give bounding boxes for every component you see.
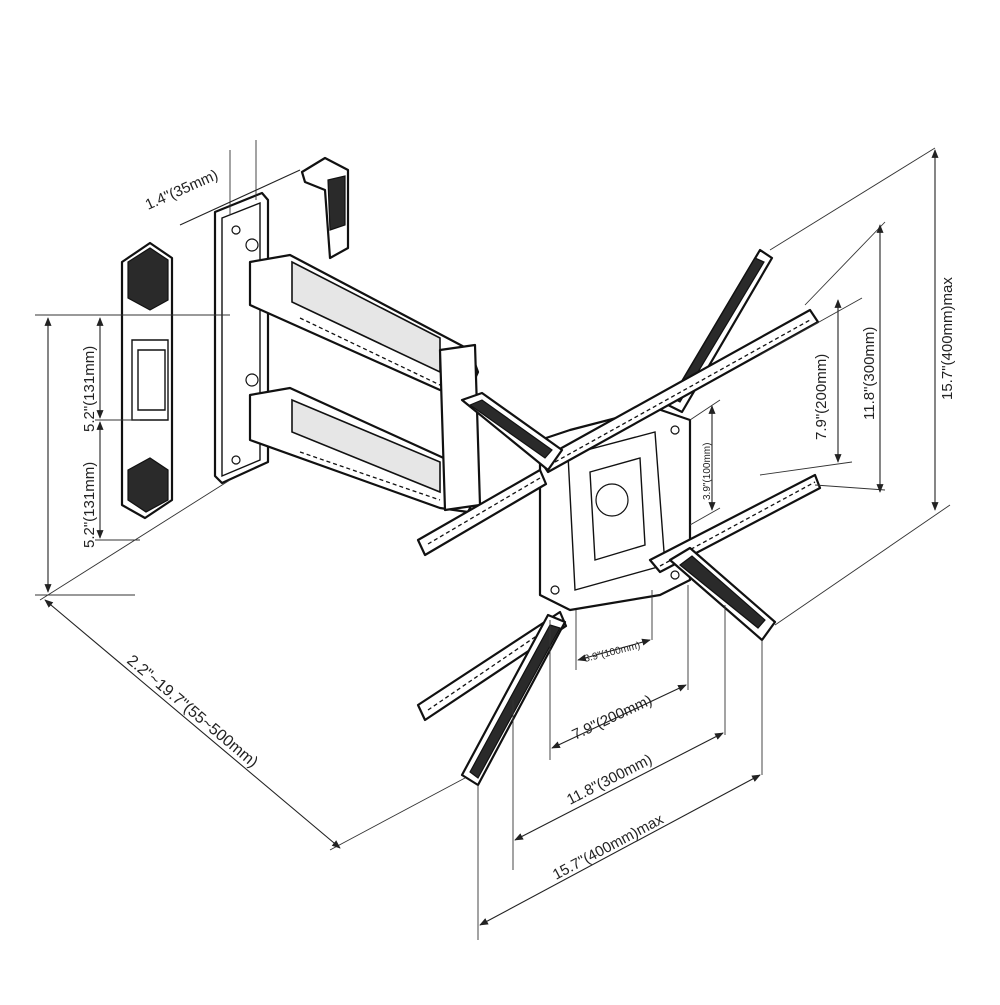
label-vesa-v-300: 11.8"(300mm) xyxy=(861,327,878,420)
label-vesa-h-400: 15.7"(400mm)max xyxy=(550,811,667,884)
label-vesa-v-400: 15.7"(400mm)max xyxy=(939,277,956,400)
label-vesa-v-200: 7.9"(200mm) xyxy=(813,354,830,440)
swing-arms xyxy=(248,253,482,514)
label-extension: 2.2"~19.7"(55~500mm) xyxy=(123,652,261,771)
label-vesa-v-100: 3.9"(100mm) xyxy=(702,443,713,500)
mounting-bars xyxy=(416,248,822,787)
label-wall-lower-height: 5.2"(131mm) xyxy=(81,462,98,548)
label-wall-upper-height: 5.2"(131mm) xyxy=(81,346,98,432)
label-vesa-h-300: 11.8"(300mm) xyxy=(564,751,655,809)
wall-plate xyxy=(120,241,174,520)
label-vesa-h-200: 7.9"(200mm) xyxy=(570,692,655,744)
label-vesa-h-100: 3.9"(100mm) xyxy=(583,640,641,665)
cable-hook xyxy=(300,156,350,260)
label-wall-depth: 1.4"(35mm) xyxy=(143,166,221,213)
vesa-plate xyxy=(538,406,692,612)
dimension-labels: 1.4"(35mm) 5.2"(131mm) 5.2"(131mm) 2.2"~… xyxy=(81,166,956,883)
dimension-lines xyxy=(35,140,951,940)
